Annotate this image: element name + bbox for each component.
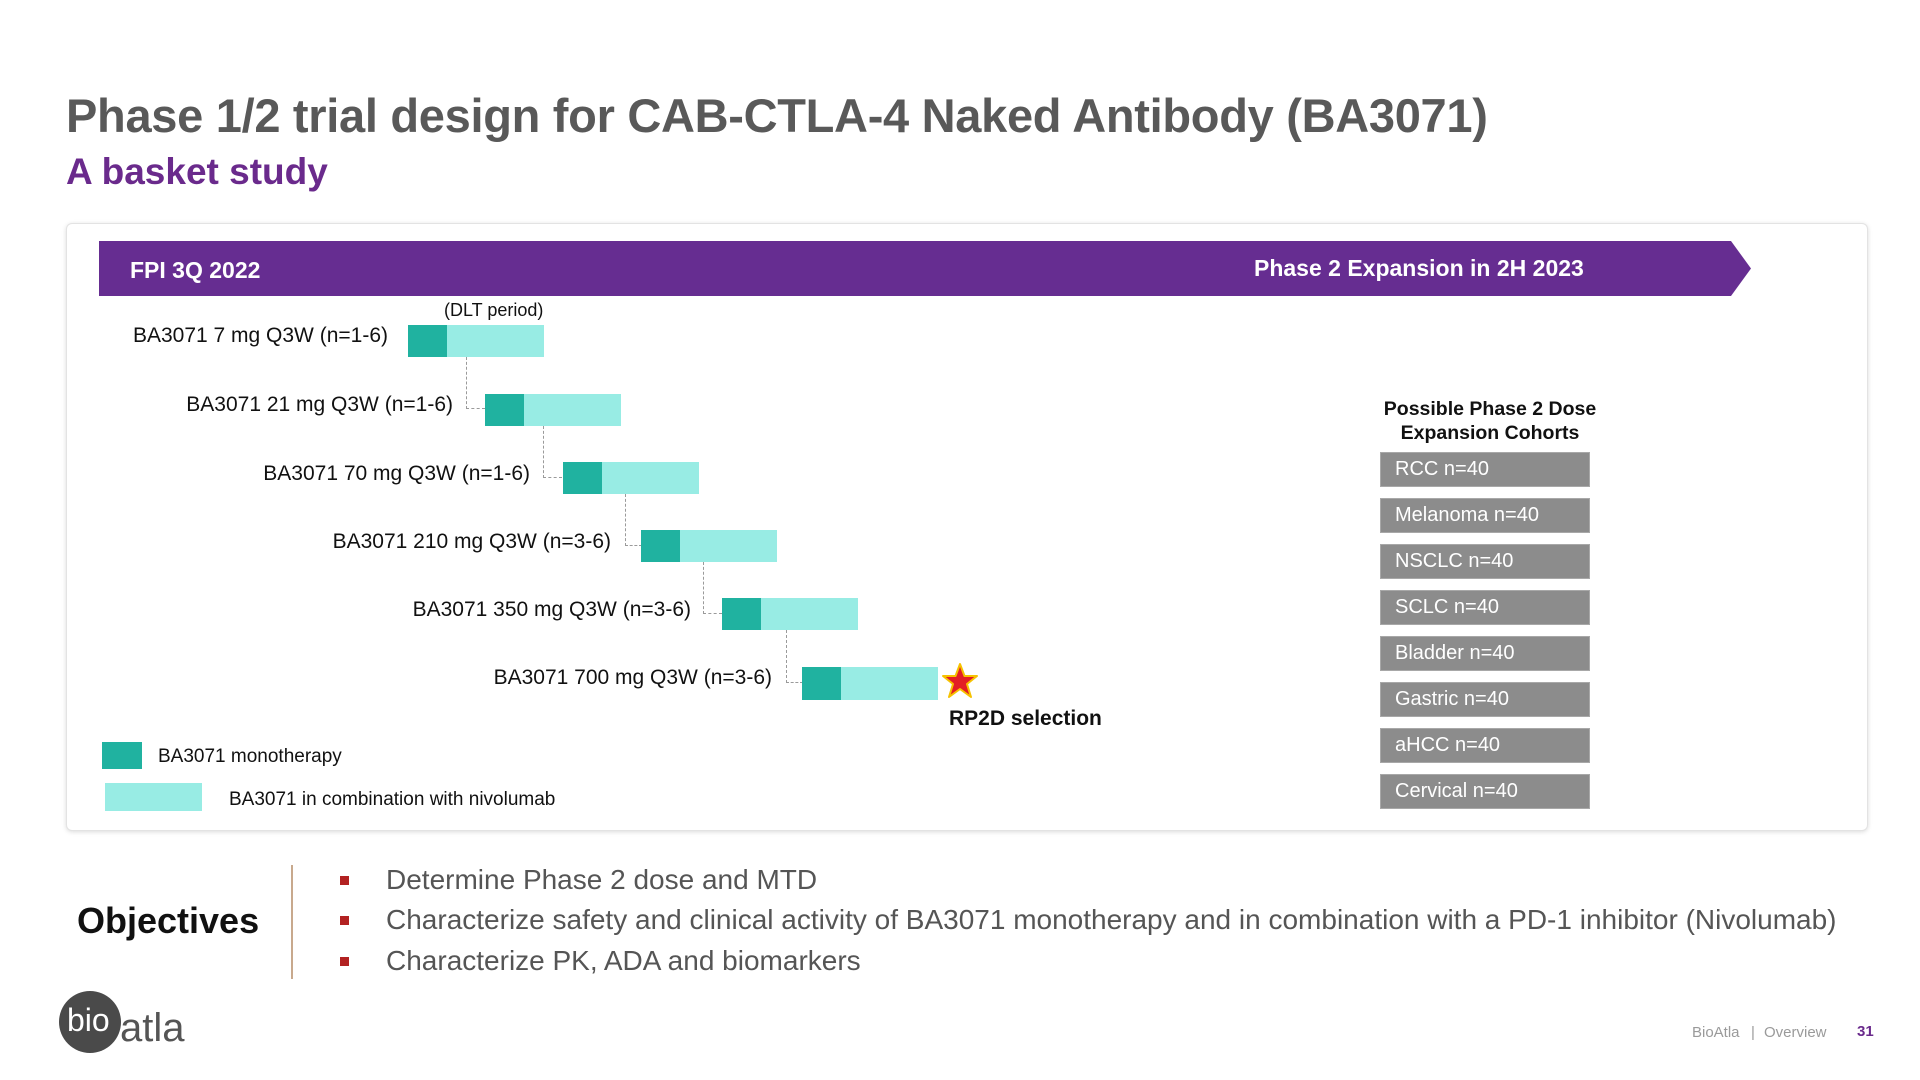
footer-separator: | (1751, 1024, 1755, 1041)
combination-bar (680, 530, 777, 562)
objectives-heading: Objectives (77, 900, 260, 941)
escalation-connector (703, 562, 722, 614)
escalation-connector (543, 426, 562, 478)
timeline-banner (99, 241, 1751, 296)
objective-item: Characterize PK, ADA and biomarkers (386, 945, 861, 976)
escalation-connector (786, 630, 803, 683)
cohorts-title: Possible Phase 2 Dose Expansion Cohorts (1370, 397, 1610, 445)
monotherapy-bar (641, 530, 680, 562)
footer-company: BioAtla (1692, 1024, 1740, 1041)
combination-bar (761, 598, 858, 630)
footer-section: Overview (1764, 1024, 1827, 1041)
banner-end-label: Phase 2 Expansion in 2H 2023 (1254, 255, 1584, 281)
cohorts-title-line2: Expansion Cohorts (1400, 422, 1580, 444)
monotherapy-bar (485, 394, 524, 426)
page-title: Phase 1/2 trial design for CAB-CTLA-4 Na… (66, 89, 1488, 142)
cohort-box: Melanoma n=40 (1380, 498, 1590, 533)
escalation-connector (466, 357, 485, 409)
dose-row-label: BA3071 210 mg Q3W (n=3-6) (332, 530, 611, 553)
legend-swatch-combination (105, 783, 202, 811)
logo-text-bio: bio (67, 1002, 110, 1038)
page-number: 31 (1857, 1023, 1874, 1040)
dose-row-label: BA3071 7 mg Q3W (n=1-6) (132, 324, 388, 347)
dlt-period-label: (DLT period) (444, 300, 544, 320)
legend-label-monotherapy: BA3071 monotherapy (158, 746, 342, 767)
objective-item: Determine Phase 2 dose and MTD (386, 864, 818, 895)
dose-row-label: BA3071 70 mg Q3W (n=1-6) (263, 462, 530, 485)
cohort-box: Gastric n=40 (1380, 682, 1590, 717)
monotherapy-bar (563, 462, 602, 494)
trial-design-panel (66, 223, 1868, 831)
cohort-box: Bladder n=40 (1380, 636, 1590, 671)
cohort-box: aHCC n=40 (1380, 728, 1590, 763)
bullet-icon (340, 916, 349, 925)
escalation-connector (625, 494, 642, 546)
monotherapy-bar (408, 325, 447, 357)
dose-row-label: BA3071 21 mg Q3W (n=1-6) (186, 393, 453, 416)
combination-bar (602, 462, 699, 494)
cohorts-title-line1: Possible Phase 2 Dose (1383, 398, 1597, 420)
star-icon (942, 663, 978, 698)
cohort-box: SCLC n=40 (1380, 590, 1590, 625)
bullet-icon (340, 876, 349, 885)
objectives-divider (291, 865, 293, 979)
bullet-icon (340, 957, 349, 966)
combination-bar (447, 325, 544, 357)
combination-bar (841, 667, 938, 700)
banner-arrow-shape (99, 241, 1751, 296)
cohort-box: NSCLC n=40 (1380, 544, 1590, 579)
monotherapy-bar (722, 598, 761, 630)
dose-row-label: BA3071 700 mg Q3W (n=3-6) (493, 666, 772, 689)
cohort-box: RCC n=40 (1380, 452, 1590, 487)
dose-row-label: BA3071 350 mg Q3W (n=3-6) (412, 598, 691, 621)
objective-item: Characterize safety and clinical activit… (386, 904, 1837, 935)
monotherapy-bar (802, 667, 841, 700)
cohort-box: Cervical n=40 (1380, 774, 1590, 809)
bioatla-logo: bio atla (59, 991, 185, 1053)
banner-start-label: FPI 3Q 2022 (130, 257, 261, 283)
page-subtitle: A basket study (66, 151, 328, 192)
legend-swatch-monotherapy (102, 742, 142, 769)
rp2d-label: RP2D selection (949, 707, 1102, 730)
legend-label-combination: BA3071 in combination with nivolumab (229, 789, 556, 810)
combination-bar (524, 394, 621, 426)
logo-text-atla: atla (120, 1006, 185, 1050)
